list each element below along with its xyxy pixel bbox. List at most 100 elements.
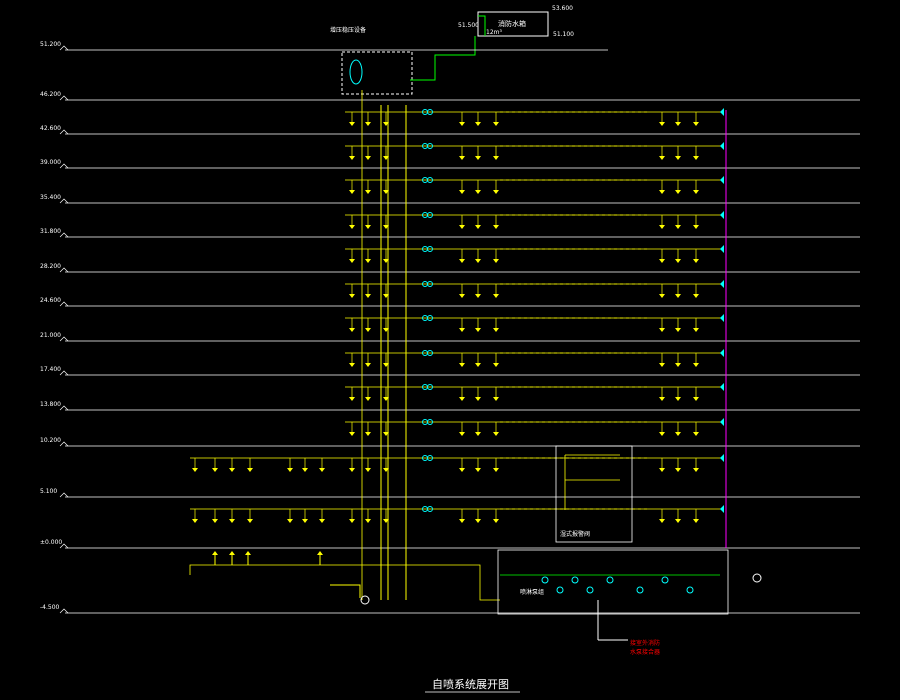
sprinkler-head-icon: [365, 468, 371, 472]
floor-elevation-label: 21.000: [40, 332, 61, 339]
sprinkler-head-icon: [365, 397, 371, 401]
flow-indicator-icon: [427, 350, 433, 356]
sprinkler-head-icon: [229, 519, 235, 523]
flow-indicator-icon: [427, 212, 433, 218]
sprinkler-head-icon: [383, 190, 389, 194]
floor-elevation-label: -4.500: [40, 604, 60, 611]
sprinkler-head-icon: [459, 363, 465, 367]
sprinkler-head-icon: [365, 259, 371, 263]
sprinkler-head-icon: [459, 432, 465, 436]
sprinkler-head-icon: [475, 397, 481, 401]
elevation-marker-icon: [59, 129, 69, 135]
sprinkler-head-icon: [319, 519, 325, 523]
roof-pipe-2: [478, 15, 486, 36]
sprinkler-head-icon: [475, 156, 481, 160]
sprinkler-head-icon: [659, 156, 665, 160]
sprinkler-head-icon: [365, 225, 371, 229]
end-test-valve-icon: [720, 176, 724, 184]
elevation-marker-icon: [59, 492, 69, 498]
sprinkler-head-icon: [212, 551, 218, 555]
gate-valve-icon: [586, 586, 594, 594]
sprinkler-head-icon: [383, 363, 389, 367]
sprinkler-head-icon: [349, 190, 355, 194]
end-test-valve-icon: [720, 505, 724, 513]
sprinkler-head-icon: [365, 156, 371, 160]
sprinkler-head-icon: [493, 363, 499, 367]
floor-elevation-label: 28.200: [40, 263, 61, 270]
sprinkler-head-icon: [459, 225, 465, 229]
sprinkler-head-icon: [493, 519, 499, 523]
sprinkler-head-icon: [493, 468, 499, 472]
end-test-valve-icon: [720, 142, 724, 150]
sprinkler-head-icon: [693, 122, 699, 126]
pipe-network: [189, 90, 762, 605]
roof-level-left: 51.500: [458, 22, 479, 29]
sprinkler-head-icon: [475, 363, 481, 367]
tank-size: 12m³: [486, 29, 502, 36]
sprinkler-head-icon: [693, 432, 699, 436]
sprinkler-head-icon: [693, 190, 699, 194]
sprinkler-head-icon: [212, 519, 218, 523]
sprinkler-head-icon: [675, 190, 681, 194]
roof-level-right: 53.600: [552, 5, 573, 12]
alarm-branch: [564, 454, 620, 510]
sprinkler-head-icon: [675, 519, 681, 523]
elevation-marker-icon: [59, 405, 69, 411]
sprinkler-head-icon: [383, 122, 389, 126]
elevation-marker-icon: [59, 198, 69, 204]
gate-valve-icon: [636, 586, 644, 594]
sprinkler-head-icon: [675, 432, 681, 436]
sprinkler-head-icon: [693, 225, 699, 229]
sprinkler-head-icon: [675, 259, 681, 263]
end-test-valve-icon: [720, 314, 724, 322]
sprinkler-head-icon: [493, 190, 499, 194]
flow-indicator-icon: [427, 315, 433, 321]
floor-lines: 51.20046.20042.60039.00035.40031.80028.2…: [40, 41, 860, 614]
pump-icon: [752, 573, 762, 583]
sprinkler-head-icon: [475, 259, 481, 263]
sprinkler-head-icon: [475, 294, 481, 298]
water-tank: [477, 11, 549, 37]
sprinkler-head-icon: [365, 328, 371, 332]
sprinkler-head-icon: [493, 294, 499, 298]
sprinkler-head-icon: [693, 397, 699, 401]
sprinkler-head-icon: [459, 122, 465, 126]
gate-valve-icon: [661, 576, 669, 584]
sprinkler-head-icon: [349, 397, 355, 401]
floor-elevation-label: 39.000: [40, 159, 61, 166]
sprinkler-head-icon: [383, 156, 389, 160]
sprinkler-head-icon: [459, 294, 465, 298]
sprinkler-head-icon: [693, 294, 699, 298]
sprinkler-head-icon: [287, 519, 293, 523]
sprinkler-head-icon: [192, 468, 198, 472]
roof-equipment: 消防水箱 53.600 51.100 51.500 12m³ 增压稳压设备: [330, 5, 574, 95]
sprinkler-head-icon: [675, 225, 681, 229]
sprinkler-head-icon: [302, 468, 308, 472]
end-test-valve-icon: [720, 454, 724, 462]
sprinkler-head-icon: [247, 519, 253, 523]
sprinkler-head-icon: [383, 468, 389, 472]
gate-valve-icon: [541, 576, 549, 584]
sprinkler-head-icon: [475, 122, 481, 126]
floor-elevation-label: 10.200: [40, 437, 61, 444]
sprinkler-head-icon: [675, 363, 681, 367]
elevation-marker-icon: [59, 95, 69, 101]
sprinkler-head-icon: [383, 328, 389, 332]
sprinkler-head-icon: [693, 156, 699, 160]
sprinkler-head-icon: [659, 432, 665, 436]
diagram-title: 自喷系统展开图: [432, 678, 509, 691]
pressure-vessel: [341, 51, 413, 95]
end-test-valve-icon: [720, 383, 724, 391]
sprinkler-head-icon: [459, 397, 465, 401]
sprinkler-head-icon: [475, 328, 481, 332]
sprinkler-head-icon: [459, 328, 465, 332]
sprinkler-head-icon: [459, 259, 465, 263]
flow-indicator-icon: [427, 281, 433, 287]
sprinkler-head-icon: [659, 328, 665, 332]
sprinkler-head-icon: [459, 190, 465, 194]
floor-elevation-label: 31.800: [40, 228, 61, 235]
sprinkler-head-icon: [493, 259, 499, 263]
sprinkler-head-icon: [349, 259, 355, 263]
floor-elevation-label: 35.400: [40, 194, 61, 201]
